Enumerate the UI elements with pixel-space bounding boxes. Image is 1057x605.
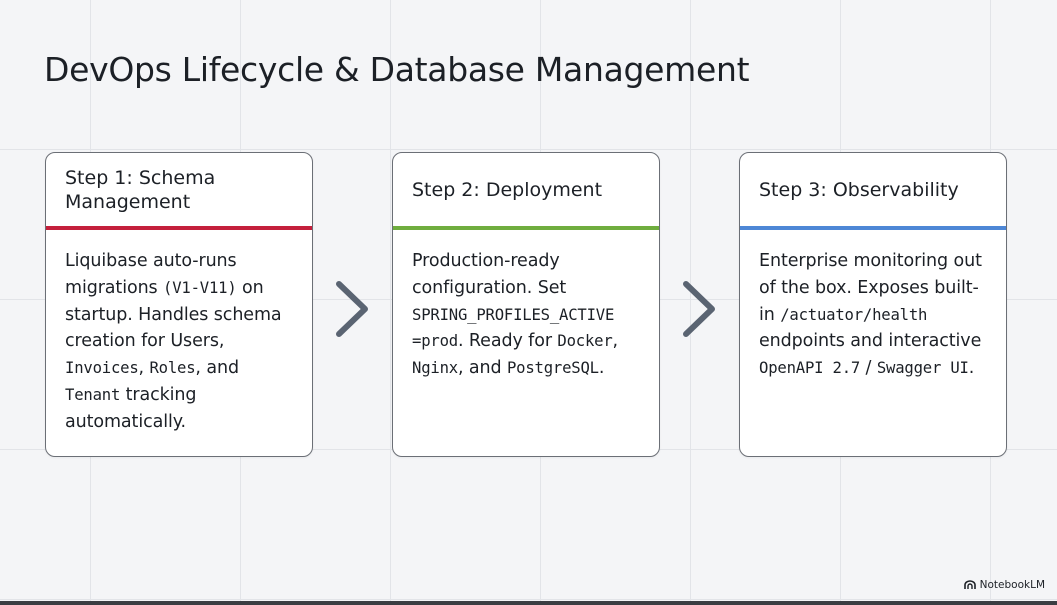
description-text: . Ready for	[457, 331, 558, 352]
step-header: Step 2: Deployment	[412, 178, 603, 201]
description-text: /	[860, 358, 877, 379]
description-text: endpoints and interactive	[759, 331, 982, 352]
code-term: Nginx	[412, 359, 458, 378]
description-text: , and	[195, 358, 239, 379]
code-term: /actuator/health	[780, 305, 928, 324]
step-description: Production-ready configuration. Set SPRI…	[393, 230, 659, 382]
step-card-deployment: Step 2: Deployment Production-ready conf…	[392, 152, 660, 457]
description-text: , and	[457, 358, 507, 379]
description-text: .	[968, 358, 975, 379]
description-text: Enterprise monitoring out of the box. Ex…	[759, 251, 982, 325]
brand-label: NotebookLM	[979, 579, 1045, 591]
step-card-schema-management: Step 1: Schema Management Liquibase auto…	[45, 152, 313, 457]
description-text: Production-ready configuration. Set	[412, 251, 567, 298]
description-text: ,	[218, 331, 225, 352]
code-term: Swagger UI	[876, 359, 969, 378]
notebooklm-logo-icon	[963, 580, 976, 589]
step-description: Liquibase auto-runs migrations (V1-V11) …	[46, 230, 312, 436]
bottom-bar	[0, 601, 1057, 605]
code-term: Docker	[557, 332, 613, 351]
description-text: ,	[138, 358, 150, 379]
step-header: Step 1: Schema Management	[65, 166, 216, 213]
description-text: .	[598, 358, 605, 379]
accent-divider	[740, 226, 1006, 230]
code-term: Roles	[149, 359, 196, 378]
code-term: (V1-V11)	[163, 278, 237, 297]
page-title: DevOps Lifecycle & Database Management	[44, 50, 750, 89]
description-text: on startup. Handles schema creation for	[65, 277, 282, 352]
chevron-right-icon	[336, 281, 368, 337]
brand-watermark: NotebookLM	[963, 579, 1045, 591]
code-term: OpenAPI 2.7	[759, 359, 861, 378]
step-card-observability: Step 3: Observability Enterprise monitor…	[739, 152, 1007, 457]
code-term: Tenant	[65, 385, 121, 404]
step-description: Enterprise monitoring out of the box. Ex…	[740, 230, 1006, 382]
description-text: tracking automatically.	[65, 384, 197, 432]
accent-divider	[46, 226, 312, 230]
description-text: ,	[612, 331, 619, 352]
description-text: Users	[170, 331, 219, 352]
chevron-right-icon	[683, 281, 715, 337]
description-text: Liquibase auto-runs migrations	[65, 251, 237, 298]
accent-divider	[393, 226, 659, 230]
code-term: PostgreSQL	[506, 359, 599, 378]
code-term: Invoices	[65, 359, 139, 378]
step-header: Step 3: Observability	[759, 178, 959, 201]
code-term: SPRING_PROFILES_ACTIVE =prod	[412, 305, 615, 351]
